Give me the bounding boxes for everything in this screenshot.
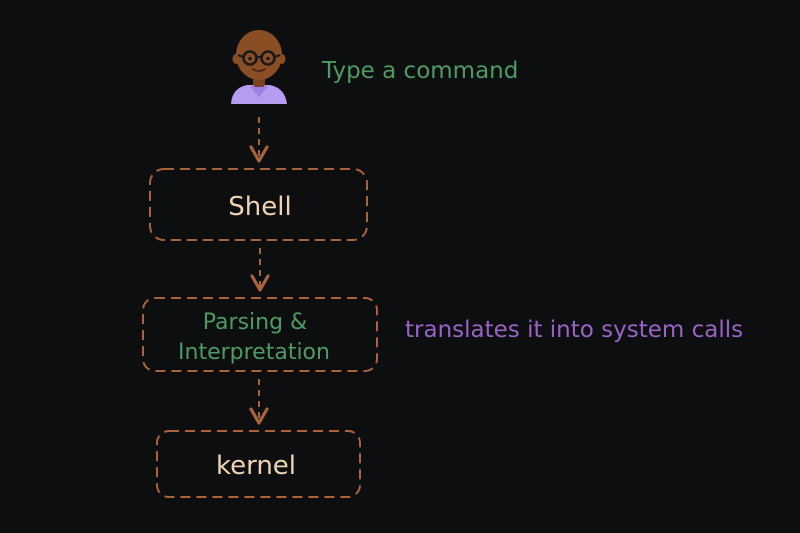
- avatar-collar: [250, 86, 268, 97]
- avatar-head: [236, 30, 282, 80]
- user-avatar-icon: [231, 30, 287, 104]
- parsing-caption: translates it into system calls: [405, 317, 743, 343]
- shell-label: Shell: [228, 192, 291, 222]
- parsing-box: Parsing & Interpretation: [142, 297, 378, 372]
- user-caption: Type a command: [321, 58, 518, 84]
- kernel-box: kernel: [156, 430, 361, 498]
- shell-box: Shell: [149, 168, 368, 241]
- parsing-label-line2: Interpretation: [178, 340, 330, 365]
- kernel-label: kernel: [216, 451, 296, 481]
- parsing-label-line1: Parsing &: [203, 310, 307, 335]
